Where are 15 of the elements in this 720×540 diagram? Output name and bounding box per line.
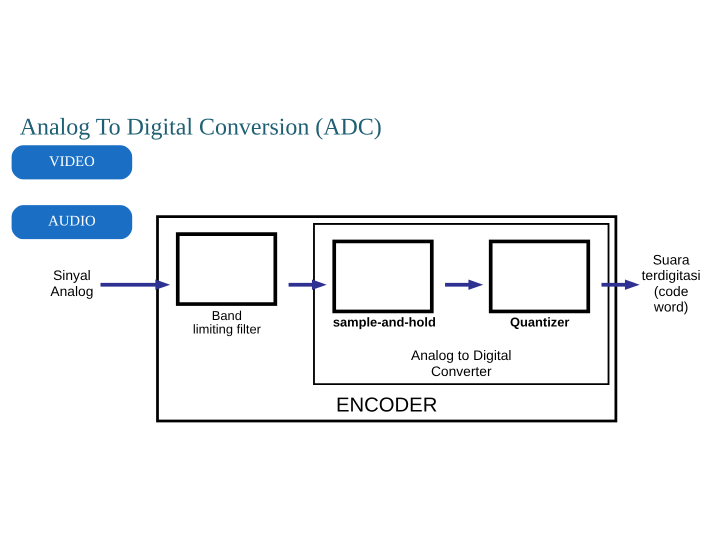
node-label: sample-and-hold (332, 314, 436, 330)
arrow (602, 280, 640, 290)
node-label: Band limiting filter (192, 308, 261, 337)
node-label: Quantizer (510, 314, 570, 330)
node-text: Suara terdigitasi (code word) (642, 252, 701, 314)
node-box (176, 232, 278, 306)
label: VIDEO (49, 154, 95, 170)
label: AUDIO (48, 214, 96, 230)
diagram-title: Analog To Digital Conversion (ADC) (20, 114, 382, 141)
arrow (100, 280, 170, 290)
node-box (332, 240, 434, 314)
node-text: Sinyal Analog (50, 268, 94, 299)
arrow (288, 280, 327, 290)
node-box (488, 240, 590, 314)
arrow (445, 280, 484, 290)
